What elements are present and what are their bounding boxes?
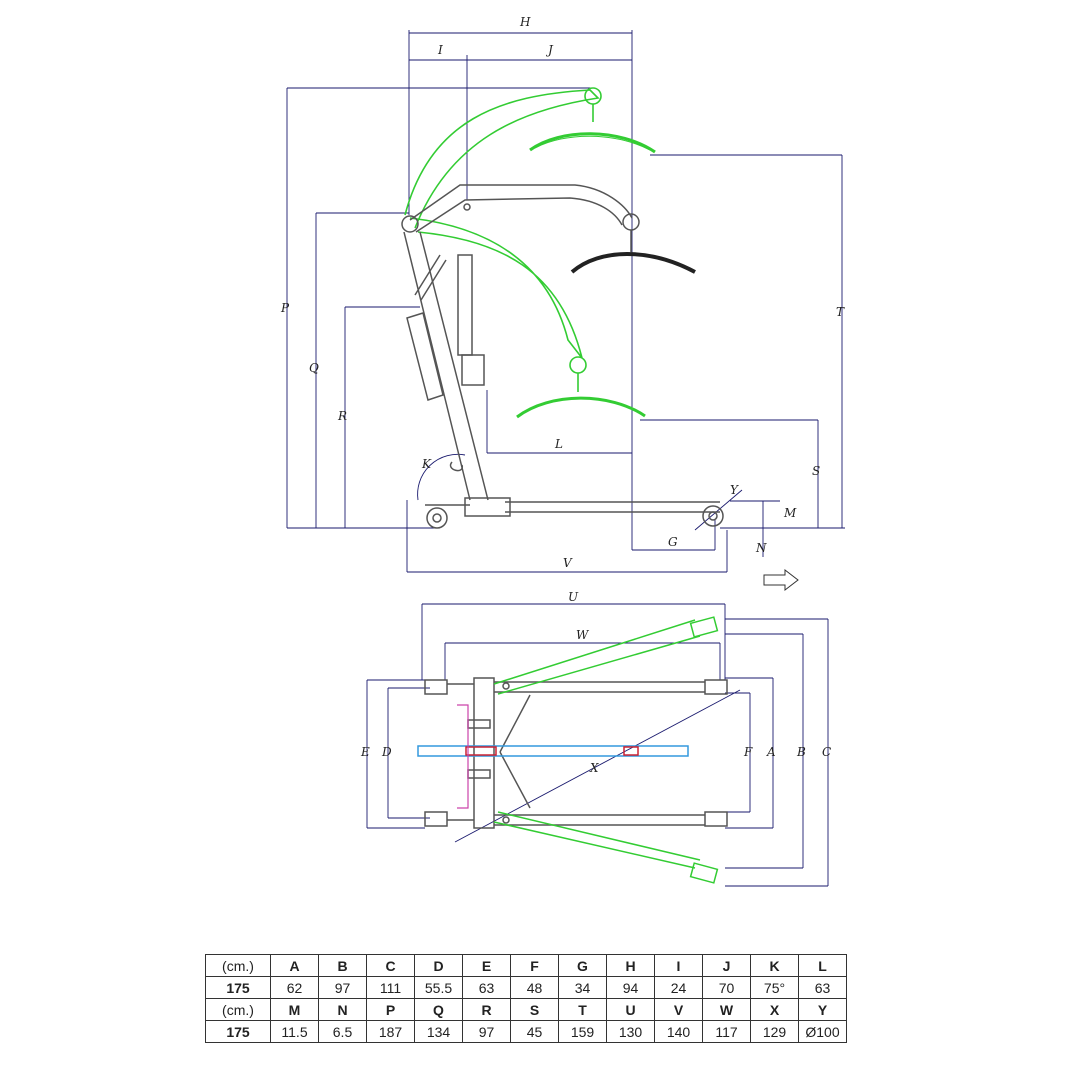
label-B: B [796, 745, 806, 759]
table-cell: 97 [318, 976, 367, 999]
label-W: W [576, 628, 590, 642]
table-cell: F [510, 954, 559, 977]
table-cell: 134 [414, 1020, 463, 1043]
table-row: 175 11.5 6.5 187 134 97 45 159 130 140 1… [205, 1020, 847, 1043]
base-legs-closed [424, 677, 728, 829]
table-cell: 55.5 [414, 976, 463, 999]
table-cell: (cm.) [205, 998, 271, 1021]
side-view: H I J P Q R L K T S G V M N Y [280, 15, 845, 592]
table-cell: B [318, 954, 367, 977]
table-cell: H [606, 954, 655, 977]
table-cell: 129 [750, 1020, 799, 1043]
table-row: (cm.) M N P Q R S T U V W X Y [205, 998, 847, 1021]
table-cell: 75° [750, 976, 799, 999]
label-T: T [836, 305, 845, 319]
table-cell: G [558, 954, 607, 977]
label-U: U [568, 590, 579, 604]
table-cell: 187 [366, 1020, 415, 1043]
table-cell: 62 [270, 976, 319, 999]
label-P: P [280, 301, 290, 315]
label-Y: Y [730, 483, 739, 497]
table-cell: L [798, 954, 847, 977]
label-C: C [822, 745, 831, 759]
side-dimension-lines [286, 30, 845, 573]
table-cell: D [414, 954, 463, 977]
table-cell: 11.5 [270, 1020, 319, 1043]
boom-top-view [417, 704, 689, 809]
table-cell: I [654, 954, 703, 977]
label-R: R [337, 409, 347, 423]
table-cell: 97 [462, 1020, 511, 1043]
table-cell: W [702, 998, 751, 1021]
label-K: K [421, 457, 432, 471]
table-cell: 48 [510, 976, 559, 999]
label-F: F [743, 745, 753, 759]
table-cell: P [366, 998, 415, 1021]
top-view: U W E D F A B C X [360, 590, 831, 887]
boom-raised [404, 87, 656, 229]
label-M: M [783, 506, 797, 520]
table-cell: N [318, 998, 367, 1021]
table-cell: Y [798, 998, 847, 1021]
table-cell: 175 [205, 1020, 271, 1043]
table-cell: 175 [205, 976, 271, 999]
boom-mid [409, 184, 696, 274]
table-cell: S [510, 998, 559, 1021]
table-cell: X [750, 998, 799, 1021]
table-cell: 140 [654, 1020, 703, 1043]
table-row: 175 62 97 111 55.5 63 48 34 94 24 70 75°… [205, 976, 847, 999]
label-I: I [437, 43, 443, 57]
table-cell: 159 [558, 1020, 607, 1043]
table-cell: 94 [606, 976, 655, 999]
table-cell: A [270, 954, 319, 977]
table-cell: 130 [606, 1020, 655, 1043]
table-cell: 24 [654, 976, 703, 999]
table-cell: J [702, 954, 751, 977]
table-cell: Q [414, 998, 463, 1021]
table-cell: R [462, 998, 511, 1021]
table-cell: 111 [366, 976, 415, 999]
label-J: J [545, 43, 554, 57]
top-dimension-lines [366, 603, 829, 887]
table-cell: M [270, 998, 319, 1021]
table-cell: E [462, 954, 511, 977]
table-cell: Ø100 [798, 1020, 847, 1043]
lift-frame [401, 215, 724, 529]
label-E: E [360, 745, 370, 759]
dimensions-table: (cm.) A B C D E F G H I J K L 175 62 97 … [205, 954, 847, 1043]
table-cell: T [558, 998, 607, 1021]
direction-arrow-icon [763, 568, 799, 592]
table-cell: 34 [558, 976, 607, 999]
table-cell: 63 [462, 976, 511, 999]
table-cell: 63 [798, 976, 847, 999]
label-A: A [766, 745, 776, 759]
patient-lift-diagram: H I J P Q R L K T S G V M N Y [280, 15, 845, 887]
label-N: N [755, 541, 767, 555]
label-H: H [519, 15, 531, 29]
label-G: G [668, 535, 678, 549]
table-cell: K [750, 954, 799, 977]
table-cell: 70 [702, 976, 751, 999]
label-V: V [563, 556, 573, 570]
table-cell: (cm.) [205, 954, 271, 977]
table-cell: 45 [510, 1020, 559, 1043]
table-cell: V [654, 998, 703, 1021]
table-row: (cm.) A B C D E F G H I J K L [205, 954, 847, 977]
label-D: D [381, 745, 392, 759]
label-Q: Q [309, 361, 319, 375]
table-cell: 117 [702, 1020, 751, 1043]
table-cell: U [606, 998, 655, 1021]
base-legs-open [493, 616, 719, 884]
label-L: L [554, 437, 563, 451]
boom-lowered [409, 217, 646, 419]
label-X: X [589, 761, 599, 775]
table-cell: C [366, 954, 415, 977]
label-S: S [812, 464, 820, 478]
table-cell: 6.5 [318, 1020, 367, 1043]
